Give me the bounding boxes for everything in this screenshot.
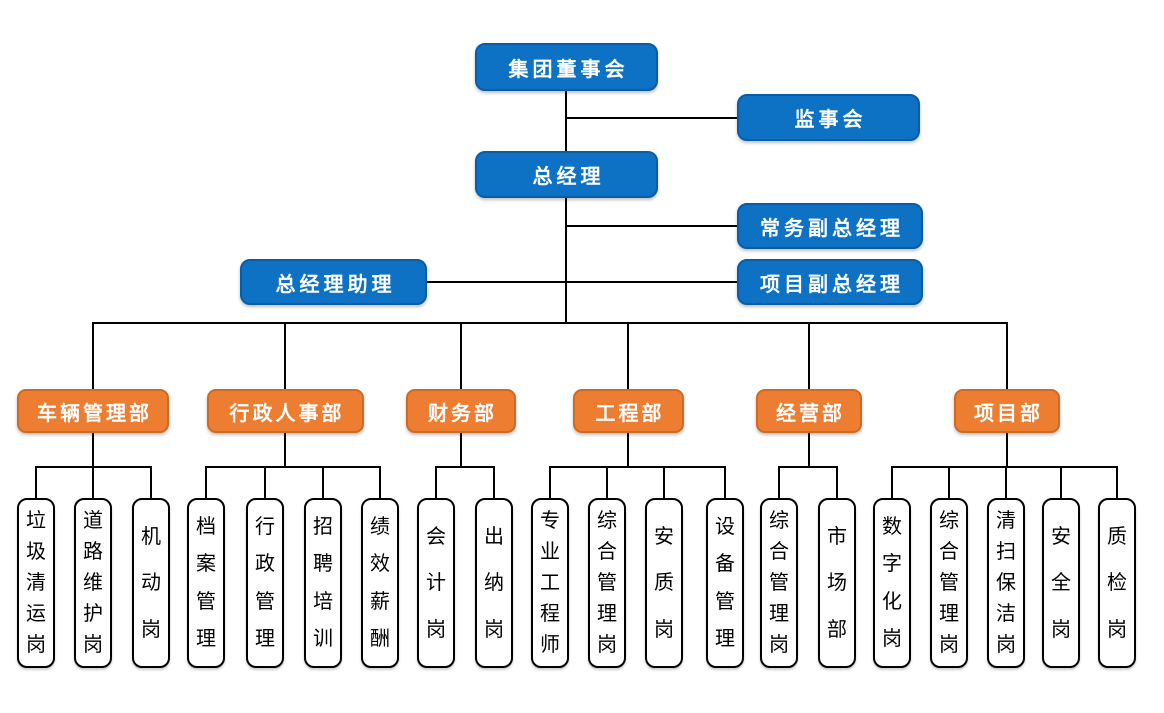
dept-project: 项目部 [954, 389, 1060, 433]
node-supervisory-board: 监事会 [737, 94, 920, 141]
connector-line [35, 466, 37, 498]
dept-admin-hr: 行政人事部 [207, 389, 364, 433]
connector-line [836, 466, 838, 498]
node-group-board: 集团董事会 [475, 43, 658, 91]
connector-line [264, 466, 266, 498]
connector-line [808, 322, 810, 389]
position-box: 综合管理岗 [760, 498, 798, 668]
node-project-deputy-gm: 项目副总经理 [737, 259, 923, 305]
connector-line [549, 466, 725, 468]
position-label: 出纳岗 [484, 525, 504, 641]
position-label: 安质岗 [654, 525, 674, 641]
connector-line [493, 466, 495, 498]
position-label: 数字化岗 [882, 516, 902, 650]
position-label: 专业工程师 [540, 510, 560, 656]
connector-line [948, 466, 950, 498]
connector-line [205, 466, 207, 498]
position-label: 综合管理岗 [939, 510, 959, 656]
position-label: 综合管理岗 [597, 510, 617, 656]
position-box: 综合管理岗 [930, 498, 968, 668]
connector-line [1060, 466, 1062, 498]
position-label: 垃圾清运岗 [26, 510, 46, 656]
connector-line [379, 466, 381, 498]
connector-line [627, 433, 629, 468]
connector-line [565, 91, 567, 152]
position-box: 综合管理岗 [588, 498, 626, 668]
connector-line [549, 466, 551, 498]
connector-line [460, 433, 462, 468]
position-label: 清扫保洁岗 [996, 510, 1016, 656]
connector-line [92, 322, 94, 389]
connector-line [435, 466, 495, 468]
connector-line [778, 466, 838, 468]
connector-line [1116, 466, 1118, 498]
connector-line [566, 225, 737, 227]
connector-line [565, 198, 567, 324]
position-label: 道路维护岗 [83, 510, 103, 656]
position-label: 综合管理岗 [769, 510, 789, 656]
connector-line [891, 466, 1117, 468]
position-label: 绩效薪酬 [370, 516, 390, 650]
position-box: 道路维护岗 [74, 498, 112, 668]
connector-line [724, 466, 726, 498]
connector-line [627, 322, 629, 389]
connector-line [284, 322, 286, 389]
connector-line [891, 466, 893, 498]
position-box: 质检岗 [1098, 498, 1136, 668]
position-box: 专业工程师 [531, 498, 569, 668]
node-executive-deputy-gm: 常务副总经理 [737, 203, 923, 249]
position-box: 机动岗 [132, 498, 170, 668]
position-label: 安全岗 [1051, 525, 1071, 641]
connector-line [92, 433, 94, 468]
position-box: 数字化岗 [873, 498, 911, 668]
position-label: 机动岗 [141, 525, 161, 641]
position-box: 垃圾清运岗 [17, 498, 55, 668]
connector-line [460, 322, 462, 389]
connector-line [92, 466, 94, 498]
connector-line [1006, 433, 1008, 468]
connector-line [435, 466, 437, 498]
position-box: 清扫保洁岗 [987, 498, 1025, 668]
connector-line [1005, 466, 1007, 498]
connector-line [808, 433, 810, 468]
connector-line [663, 466, 665, 498]
position-box: 招聘培训 [304, 498, 342, 668]
position-label: 行政管理 [255, 516, 275, 650]
connector-line [606, 466, 608, 498]
position-box: 出纳岗 [475, 498, 513, 668]
connector-line [205, 466, 380, 468]
position-label: 招聘培训 [313, 516, 333, 650]
dept-vehicle-management: 车辆管理部 [17, 389, 169, 433]
connector-line [284, 433, 286, 468]
dept-operations: 经营部 [756, 389, 862, 433]
connector-line [427, 281, 737, 283]
position-box: 安质岗 [645, 498, 683, 668]
position-box: 安全岗 [1042, 498, 1080, 668]
connector-line [566, 117, 737, 119]
position-box: 设备管理 [706, 498, 744, 668]
node-general-manager: 总经理 [475, 151, 658, 198]
dept-finance: 财务部 [406, 389, 516, 433]
connector-line [778, 466, 780, 498]
position-box: 绩效薪酬 [361, 498, 399, 668]
position-label: 市场部 [827, 525, 847, 641]
position-label: 设备管理 [715, 516, 735, 650]
connector-line [322, 466, 324, 498]
dept-engineering: 工程部 [573, 389, 684, 433]
position-label: 档案管理 [196, 516, 216, 650]
connector-line [92, 322, 1008, 324]
position-label: 会计岗 [426, 525, 446, 641]
position-box: 档案管理 [187, 498, 225, 668]
position-box: 市场部 [818, 498, 856, 668]
position-box: 会计岗 [417, 498, 455, 668]
position-label: 质检岗 [1107, 525, 1127, 641]
node-gm-assistant: 总经理助理 [240, 259, 427, 305]
connector-line [1006, 322, 1008, 389]
position-box: 行政管理 [246, 498, 284, 668]
connector-line [150, 466, 152, 498]
